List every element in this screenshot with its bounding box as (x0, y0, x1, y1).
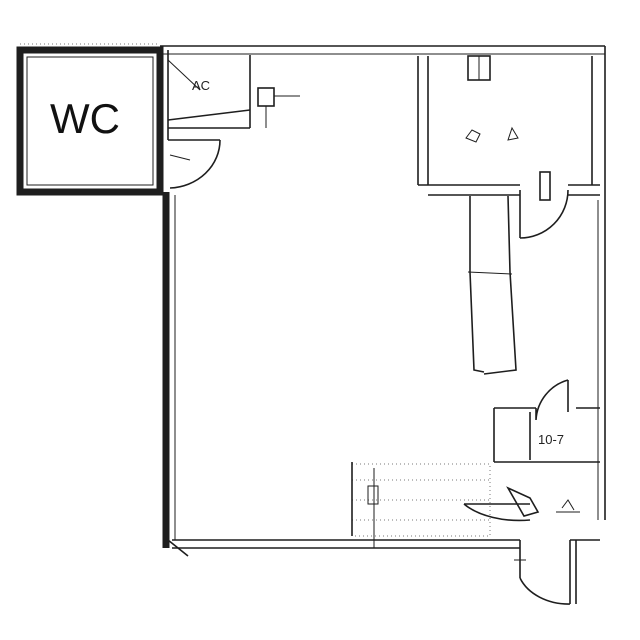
kitchen-door (519, 171, 569, 239)
wc-label: WC (50, 95, 120, 142)
north-wall (20, 43, 605, 55)
small-room: 10-7 (493, 379, 600, 463)
south-wall (167, 539, 600, 557)
exterior-door (514, 540, 577, 605)
entrance-door (463, 486, 580, 522)
west-wall (162, 192, 176, 548)
wc-room: WC (16, 46, 164, 196)
room-number-label: 10-7 (538, 432, 564, 447)
ac-label: AC (192, 78, 210, 93)
corridor-strip (467, 195, 517, 375)
wc-door (168, 139, 221, 189)
kitchen-block (417, 55, 600, 196)
east-wall (597, 46, 606, 520)
utility-closet: AC (159, 50, 300, 140)
entrance-area (351, 462, 491, 548)
